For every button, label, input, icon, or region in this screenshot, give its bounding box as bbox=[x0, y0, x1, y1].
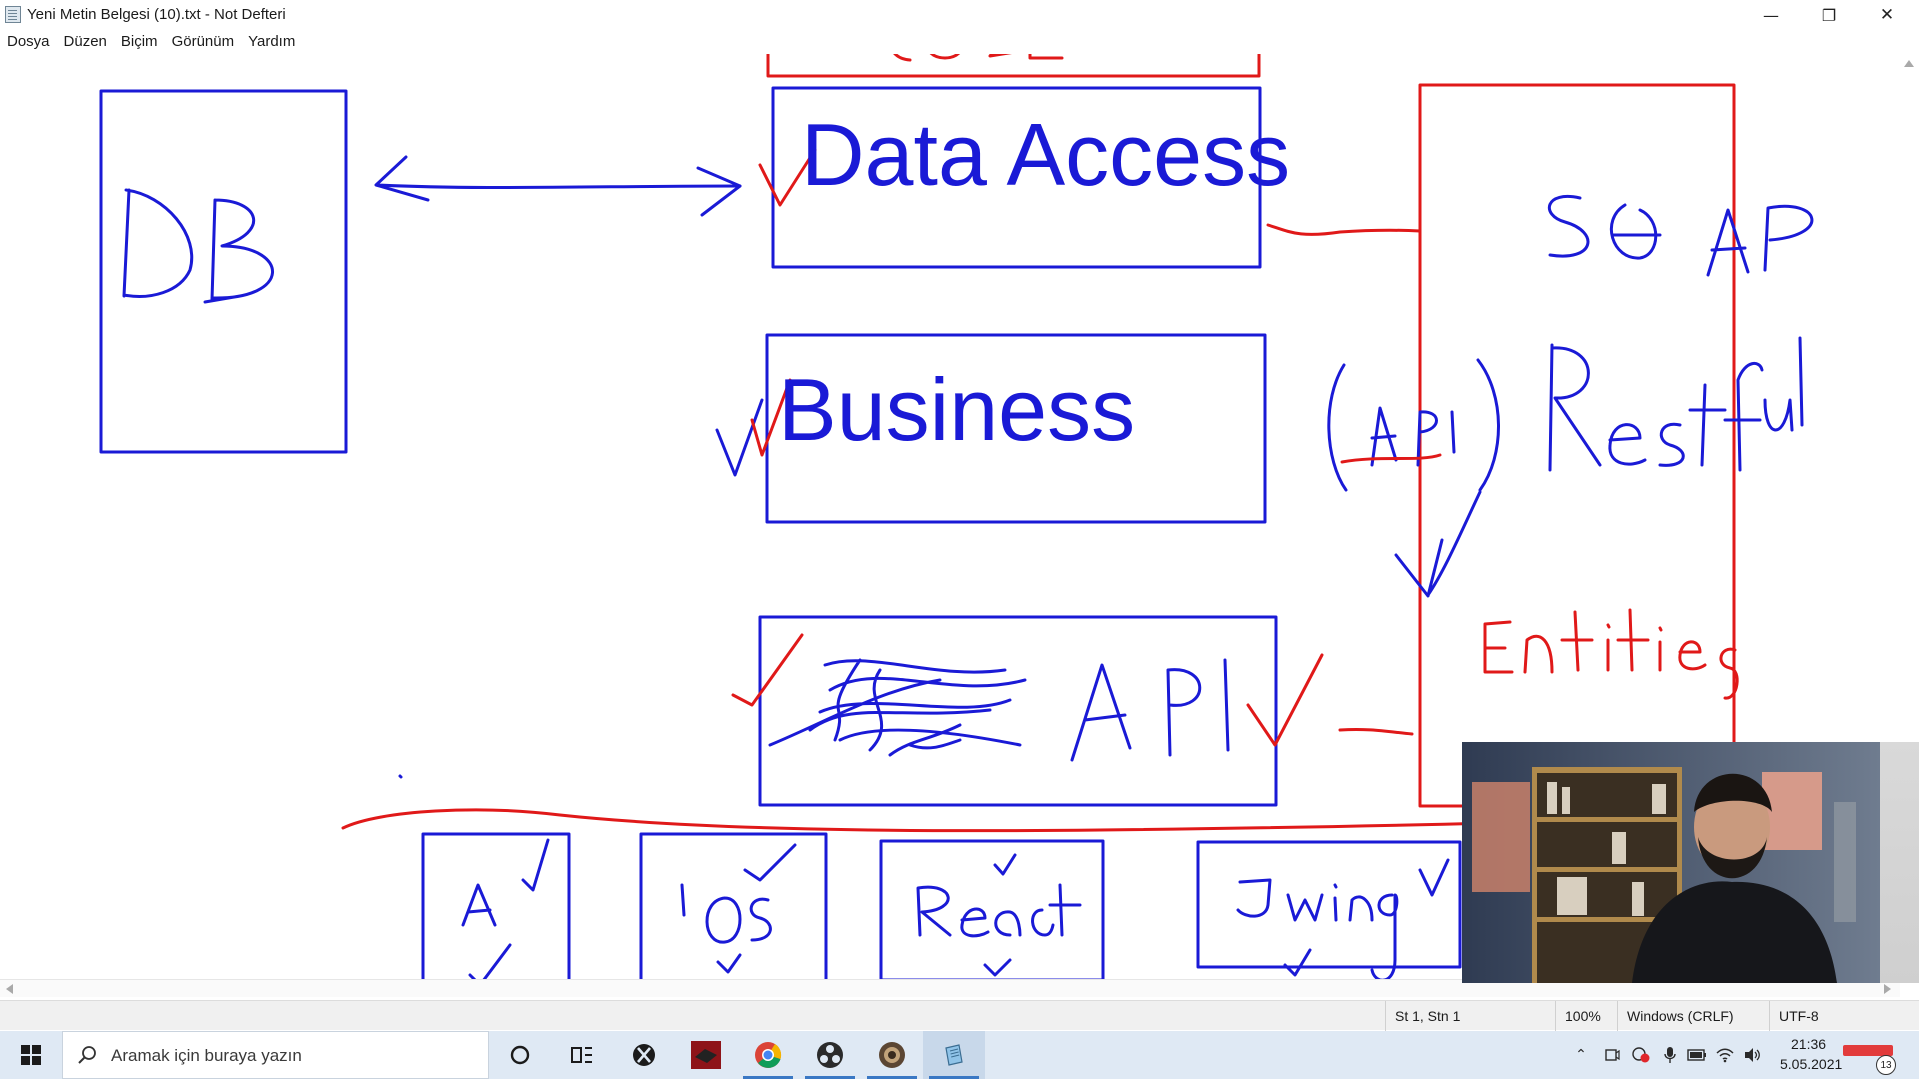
entities-box bbox=[1418, 83, 1736, 808]
api-entities-link bbox=[1338, 727, 1414, 736]
data-access-check bbox=[758, 148, 817, 207]
scroll-up-arrow-icon[interactable] bbox=[1904, 60, 1914, 67]
status-bar: St 1, Stn 1 100% Windows (CRLF) UTF-8 bbox=[0, 1000, 1919, 1031]
db-dataaccess-arrow bbox=[374, 155, 742, 217]
clients-separator bbox=[341, 808, 1542, 833]
client-ios-box bbox=[639, 832, 828, 979]
xbox-icon[interactable] bbox=[613, 1031, 675, 1079]
maximize-button[interactable]: ❐ bbox=[1821, 5, 1837, 25]
cortana-icon[interactable] bbox=[489, 1031, 551, 1079]
zoom-level: 100% bbox=[1555, 1001, 1617, 1031]
minimize-button[interactable]: — bbox=[1763, 5, 1779, 25]
menu-gorunum[interactable]: Görünüm bbox=[171, 33, 235, 50]
microphone-icon[interactable] bbox=[1660, 1045, 1680, 1065]
client-a-handwriting bbox=[461, 838, 550, 979]
client-ios-handwriting bbox=[680, 843, 797, 974]
api-box bbox=[758, 615, 1278, 807]
close-button[interactable]: ✕ bbox=[1879, 5, 1895, 25]
camera-recording-icon[interactable] bbox=[1631, 1045, 1651, 1065]
notification-center-icon[interactable]: 13 bbox=[1876, 1055, 1896, 1075]
scroll-right-arrow-icon[interactable] bbox=[1884, 984, 1891, 994]
client-a-box bbox=[421, 832, 571, 979]
windows-logo-icon bbox=[21, 1045, 41, 1065]
title-bar: Yeni Metin Belgesi (10).txt - Not Defter… bbox=[0, 0, 1919, 30]
api-handwriting bbox=[1070, 658, 1230, 762]
chevron-up-icon[interactable]: ⌃ bbox=[1575, 1047, 1587, 1063]
api-paren-handwriting bbox=[1327, 358, 1500, 492]
scroll-left-arrow-icon[interactable] bbox=[6, 984, 13, 994]
line-ending: Windows (CRLF) bbox=[1617, 1001, 1769, 1031]
business-label: Business bbox=[778, 360, 1135, 459]
webcam-border bbox=[1880, 742, 1919, 983]
app-brown-icon[interactable] bbox=[861, 1031, 923, 1079]
dataaccess-entities-link bbox=[1266, 223, 1422, 236]
wifi-icon[interactable] bbox=[1715, 1045, 1735, 1065]
menu-bicim[interactable]: Biçim bbox=[120, 33, 158, 50]
notepad-icon[interactable] bbox=[923, 1031, 985, 1079]
api-entities-arrow bbox=[1394, 490, 1482, 598]
task-view-icon[interactable] bbox=[551, 1031, 613, 1079]
cursor-position: St 1, Stn 1 bbox=[1385, 1001, 1555, 1031]
text-editor-canvas[interactable]: Data Access Business bbox=[0, 54, 1919, 984]
search-placeholder: Aramak için buraya yazın bbox=[111, 1046, 302, 1065]
webcam-overlay bbox=[1462, 742, 1880, 983]
app-red-icon[interactable] bbox=[675, 1031, 737, 1079]
obs-icon[interactable] bbox=[799, 1031, 861, 1079]
start-button[interactable] bbox=[0, 1031, 62, 1079]
restful-handwriting bbox=[1548, 336, 1804, 472]
meet-now-icon[interactable] bbox=[1602, 1045, 1622, 1065]
api-check bbox=[1246, 653, 1324, 747]
client-swing-handwriting bbox=[1236, 858, 1450, 979]
taskbar-search-box[interactable]: Aramak için buraya yazın bbox=[62, 1031, 489, 1079]
entities-handwriting bbox=[1483, 608, 1739, 700]
horizontal-scrollbar[interactable] bbox=[0, 979, 1900, 997]
client-react-handwriting bbox=[916, 853, 1082, 977]
soap-handwriting bbox=[1547, 195, 1814, 277]
business-box bbox=[765, 333, 1267, 524]
menu-yardim[interactable]: Yardım bbox=[248, 33, 296, 50]
search-icon bbox=[78, 1046, 96, 1064]
db-handwriting bbox=[122, 188, 274, 304]
data-access-label: Data Access bbox=[801, 105, 1290, 204]
encoding: UTF-8 bbox=[1769, 1001, 1919, 1031]
api-scribble-check bbox=[731, 633, 804, 707]
chrome-icon[interactable] bbox=[737, 1031, 799, 1079]
stray-dot bbox=[398, 774, 403, 779]
data-access-box bbox=[771, 86, 1262, 269]
business-check-red bbox=[750, 378, 792, 457]
webcam-image bbox=[1462, 742, 1880, 983]
db-box bbox=[99, 89, 348, 454]
menu-duzen[interactable]: Düzen bbox=[63, 33, 107, 50]
menu-bar: Dosya Düzen Biçim Görünüm Yardım bbox=[0, 31, 302, 53]
client-swing-box bbox=[1196, 840, 1462, 969]
api-paren-strike bbox=[1340, 453, 1442, 464]
clock-date[interactable]: 5.05.2021 bbox=[1780, 1056, 1843, 1072]
battery-icon[interactable] bbox=[1687, 1045, 1707, 1065]
business-check-blue bbox=[715, 398, 764, 477]
core-box bbox=[766, 54, 1261, 78]
taskbar: Aramak için buraya yazın ⌃ bbox=[0, 1031, 1919, 1079]
client-react-box bbox=[879, 839, 1105, 979]
live-indicator-icon bbox=[1843, 1045, 1893, 1056]
architecture-drawing: Data Access Business bbox=[99, 54, 1814, 979]
window-title: Yeni Metin Belgesi (10).txt - Not Defter… bbox=[27, 6, 286, 23]
notepad-app-icon bbox=[5, 6, 21, 23]
menu-dosya[interactable]: Dosya bbox=[7, 33, 50, 50]
clock-time[interactable]: 21:36 bbox=[1791, 1036, 1827, 1052]
api-scribble bbox=[768, 658, 1027, 757]
volume-icon[interactable] bbox=[1742, 1045, 1762, 1065]
core-handwriting bbox=[893, 54, 1064, 62]
